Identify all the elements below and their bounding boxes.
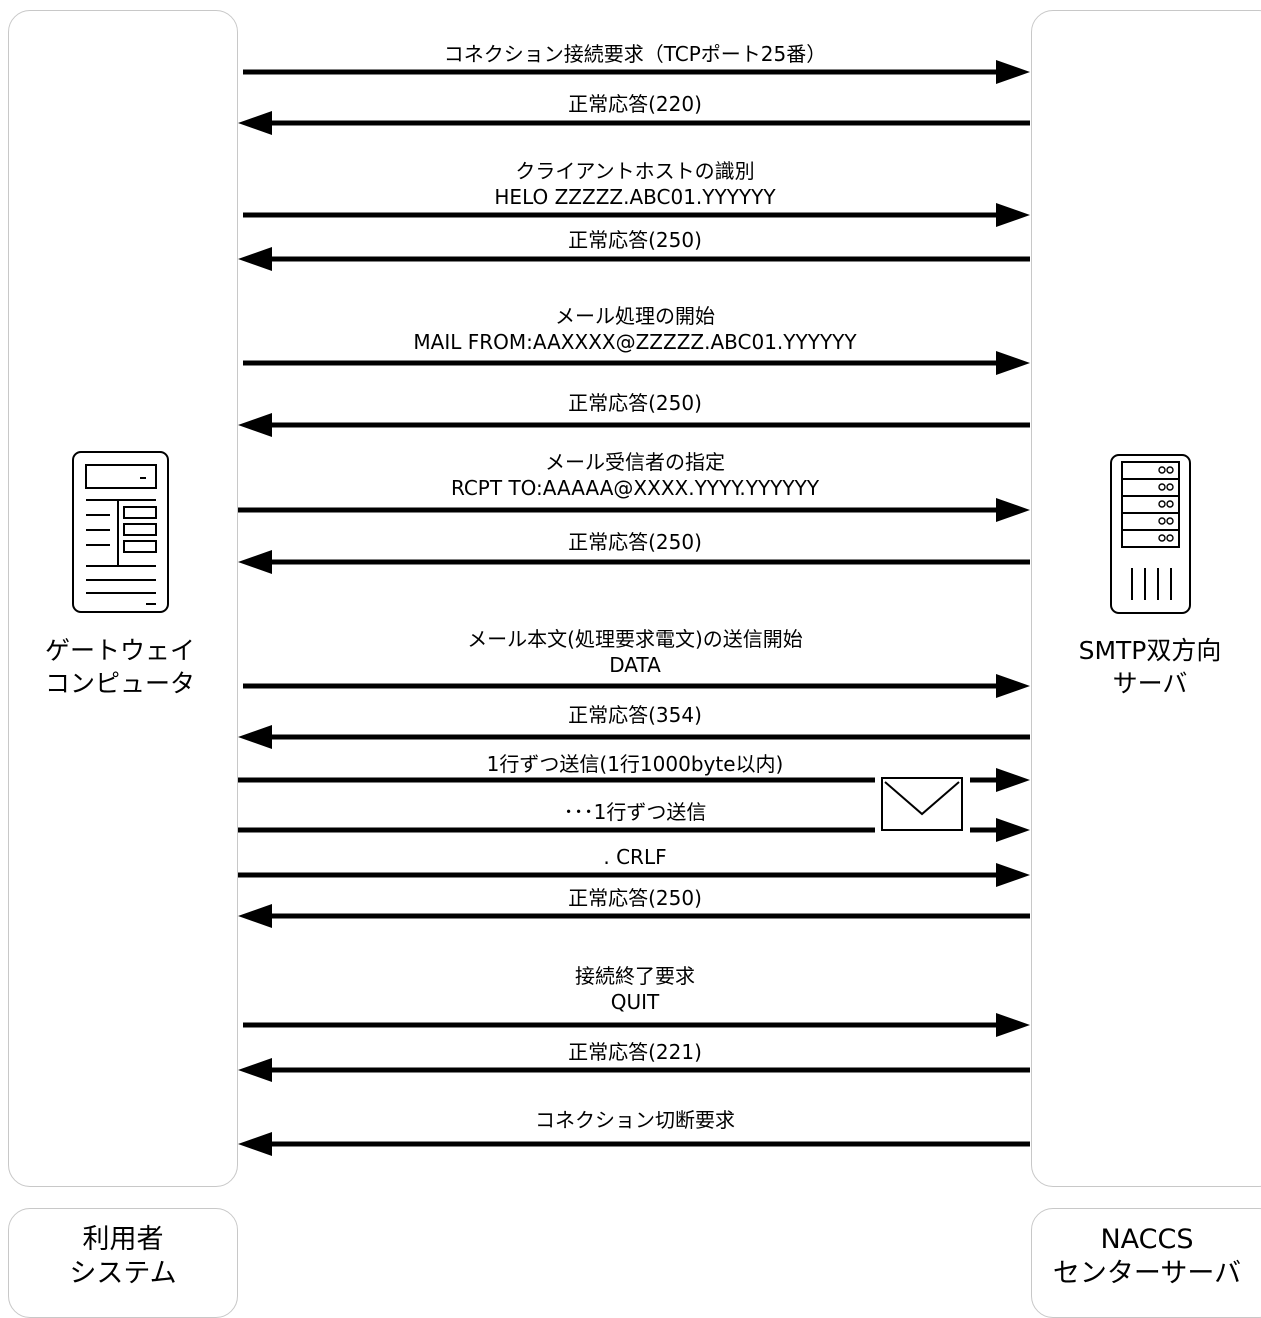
msg-m17-line1: コネクション切断要求: [535, 1108, 735, 1132]
arrowhead: [996, 351, 1030, 375]
arrow-m15: [243, 1013, 1030, 1037]
msg-m11-line1: 1行ずつ送信(1行1000byte以内): [486, 752, 784, 776]
msg-m9-line1: メール本文(処理要求電文)の送信開始: [467, 627, 803, 651]
arrowhead: [238, 550, 272, 574]
msg-m11-label: 1行ずつ送信(1行1000byte以内): [240, 751, 1030, 777]
msg-m16-label: 正常応答(221): [240, 1039, 1030, 1065]
arrow-m3: [243, 203, 1030, 227]
msg-m8-line1: 正常応答(250): [568, 530, 702, 554]
server-rack-icon: [1110, 454, 1191, 614]
msg-m6-line1: 正常応答(250): [568, 391, 702, 415]
naccs-footer-label: NACCS センターサーバ: [1032, 1223, 1261, 1291]
msg-m2-label: 正常応答(220): [240, 91, 1030, 117]
msg-m13-line1: . CRLF: [603, 845, 667, 869]
smtp-server-label-line2: サーバ: [1112, 669, 1188, 698]
msg-m13-label: . CRLF: [240, 844, 1030, 870]
msg-m16-line1: 正常応答(221): [568, 1040, 702, 1064]
arrowhead: [238, 413, 272, 437]
arrowhead: [238, 247, 272, 271]
arrow-m12: [238, 818, 1030, 842]
envelope-icon: [881, 777, 963, 831]
msg-m9-line2: DATA: [609, 653, 661, 677]
msg-m9-label: メール本文(処理要求電文)の送信開始 DATA: [240, 626, 1030, 678]
msg-m12-line1: ･･･1行ずつ送信: [563, 800, 707, 824]
msg-m14-label: 正常応答(250): [240, 885, 1030, 911]
naccs-footer-line2: センターサーバ: [1052, 1258, 1242, 1289]
msg-m1-line1: コネクション接続要求（TCPポート25番）: [443, 42, 827, 66]
gateway-computer-label: ゲートウェイ コンピュータ: [40, 634, 200, 700]
arrowhead: [238, 904, 272, 928]
msg-m2-line1: 正常応答(220): [568, 92, 702, 116]
arrowhead: [238, 1132, 272, 1156]
msg-m5-line1: メール処理の開始: [555, 304, 715, 328]
gateway-computer-label-line1: ゲートウェイ: [44, 636, 195, 665]
arrow-m7: [238, 498, 1030, 522]
msg-m7-line2: RCPT TO:AAAAA@XXXX.YYYY.YYYYYY: [450, 476, 820, 500]
msg-m5-label: メール処理の開始 MAIL FROM:AAXXXX@ZZZZZ.ABC01.YY…: [240, 303, 1030, 355]
arrowhead: [238, 111, 272, 135]
msg-m15-line2: QUIT: [610, 990, 660, 1014]
arrow-m14: [238, 904, 1030, 928]
arrowhead: [996, 818, 1030, 842]
msg-m7-label: メール受信者の指定 RCPT TO:AAAAA@XXXX.YYYY.YYYYYY: [240, 449, 1030, 501]
arrow-m16: [238, 1058, 1030, 1082]
msg-m12-label: ･･･1行ずつ送信: [240, 799, 1030, 825]
arrow-m8: [238, 550, 1030, 574]
msg-m15-line1: 接続終了要求: [575, 964, 695, 988]
arrow-m2: [238, 111, 1030, 135]
msg-m10-line1: 正常応答(354): [568, 703, 702, 727]
arrow-m5: [243, 351, 1030, 375]
msg-m4-line1: 正常応答(250): [568, 228, 702, 252]
msg-m10-label: 正常応答(354): [240, 702, 1030, 728]
arrowhead: [996, 203, 1030, 227]
msg-m7-line1: メール受信者の指定: [545, 450, 725, 474]
msg-m8-label: 正常応答(250): [240, 529, 1030, 555]
arrow-m11: [238, 768, 1030, 792]
msg-m15-label: 接続終了要求 QUIT: [240, 963, 1030, 1015]
naccs-footer-line1: NACCS: [1100, 1224, 1194, 1255]
user-system-footer-line2: システム: [69, 1258, 177, 1289]
arrowhead: [996, 768, 1030, 792]
msg-m3-line2: HELO ZZZZZ.ABC01.YYYYYY: [494, 185, 776, 209]
server-rack-leds: [1158, 466, 1174, 542]
msg-m5-line2: MAIL FROM:AAXXXX@ZZZZZ.ABC01.YYYYYY: [413, 330, 857, 354]
msg-m6-label: 正常応答(250): [240, 390, 1030, 416]
msg-m4-label: 正常応答(250): [240, 227, 1030, 253]
arrowhead: [996, 1013, 1030, 1037]
arrow-m4: [238, 247, 1030, 271]
gateway-computer-label-line2: コンピュータ: [44, 669, 195, 698]
smtp-server-label-line1: SMTP双方向: [1078, 636, 1222, 665]
user-system-footer-line1: 利用者: [82, 1224, 164, 1255]
arrow-m6: [238, 413, 1030, 437]
smtp-server-label: SMTP双方向 サーバ: [1050, 634, 1250, 700]
arrow-m10: [238, 725, 1030, 749]
arrowhead: [996, 863, 1030, 887]
arrowhead: [238, 1058, 272, 1082]
gateway-computer-icon: [72, 451, 169, 613]
arrow-m17: [238, 1132, 1030, 1156]
msg-m1-label: コネクション接続要求（TCPポート25番）: [240, 41, 1030, 67]
arrowhead: [238, 725, 272, 749]
msg-m14-line1: 正常応答(250): [568, 886, 702, 910]
arrowhead: [996, 60, 1030, 84]
user-system-lane: [8, 10, 238, 1187]
msg-m3-label: クライアントホストの識別 HELO ZZZZZ.ABC01.YYYYYY: [240, 158, 1030, 210]
arrow-m1: [243, 60, 1030, 84]
msg-m17-label: コネクション切断要求: [240, 1107, 1030, 1133]
arrow-m9: [243, 674, 1030, 698]
arrowhead: [996, 498, 1030, 522]
user-system-footer-label: 利用者 システム: [9, 1223, 237, 1291]
arrow-m13: [238, 863, 1030, 887]
arrowhead: [996, 674, 1030, 698]
msg-m3-line1: クライアントホストの識別: [515, 159, 755, 183]
